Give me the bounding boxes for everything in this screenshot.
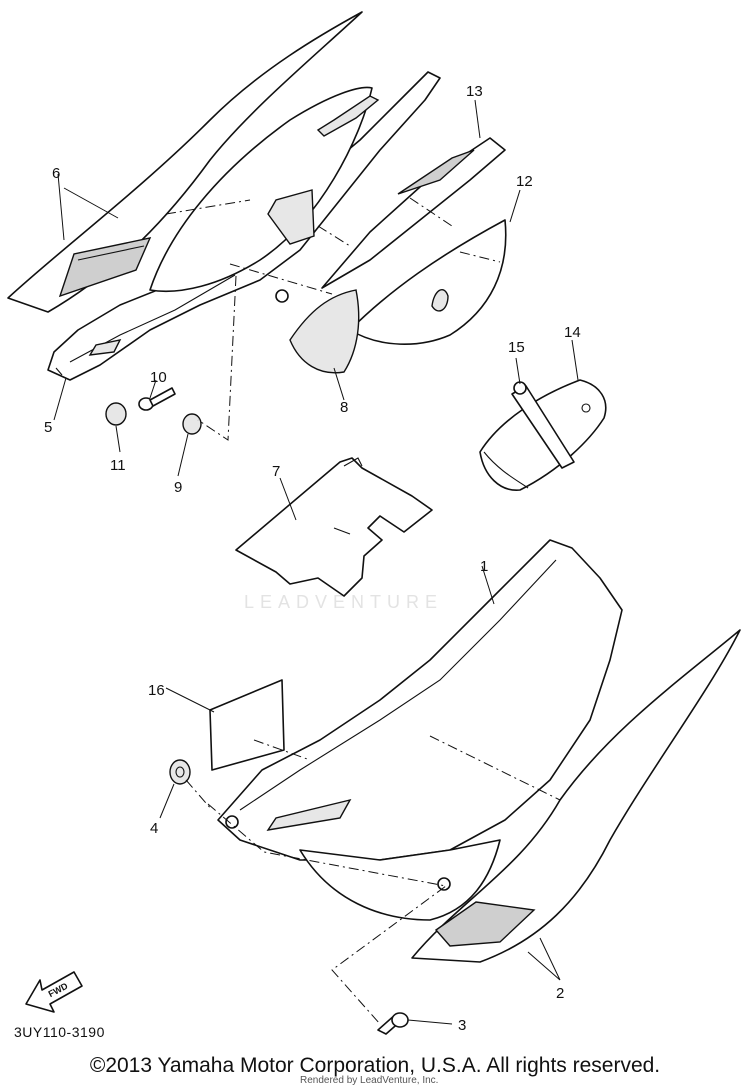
part-6-upper-graphic	[7, 11, 363, 313]
watermark-text: LEADVENTURE	[244, 592, 444, 612]
callout-2: 2	[556, 985, 564, 1002]
part-3-screw	[377, 1012, 409, 1035]
callout-3: 3	[458, 1017, 466, 1034]
callout-12: 12	[516, 173, 533, 190]
leader-lines	[53, 99, 579, 1025]
part-4-grommet	[169, 759, 191, 785]
callout-14: 14	[564, 324, 581, 341]
part-1-main-side-cover	[217, 539, 623, 921]
part-16-label	[209, 679, 285, 771]
part-8-sponge-pad	[289, 289, 360, 374]
callout-16: 16	[148, 682, 165, 699]
fwd-arrow: FWD	[25, 971, 83, 1013]
part-11-grommet	[105, 402, 127, 426]
callout-5: 5	[44, 419, 52, 436]
callout-13: 13	[466, 83, 483, 100]
part-9-collar	[182, 413, 202, 435]
rendered-by-note: Rendered by LeadVenture, Inc.	[300, 1075, 439, 1086]
callout-labels: 1 2 3 4 5 6 7 8 9 10 11 12 13 14 15 16	[44, 83, 581, 1034]
part-12-side-panel	[349, 219, 507, 345]
callout-8: 8	[340, 399, 348, 416]
assembly-lines	[165, 197, 561, 1025]
callout-11: 11	[110, 457, 126, 474]
part-13-decal	[321, 137, 506, 289]
part-10-bolt	[138, 387, 176, 411]
copyright-notice: ©2013 Yamaha Motor Corporation, U.S.A. A…	[89, 1054, 661, 1077]
callout-15: 15	[508, 339, 525, 356]
callout-6: 6	[52, 165, 60, 182]
part-5-upper-side-cover	[47, 71, 441, 381]
part-code: 3UY110-3190	[14, 1024, 105, 1040]
callout-1: 1	[480, 558, 488, 575]
callout-10: 10	[150, 369, 167, 386]
part-7-bracket-plate	[235, 457, 433, 597]
callout-9: 9	[174, 479, 182, 496]
part-15-strap	[511, 381, 575, 469]
callout-4: 4	[150, 820, 158, 837]
part-2-lower-graphic	[411, 629, 741, 963]
callout-7: 7	[272, 463, 280, 480]
